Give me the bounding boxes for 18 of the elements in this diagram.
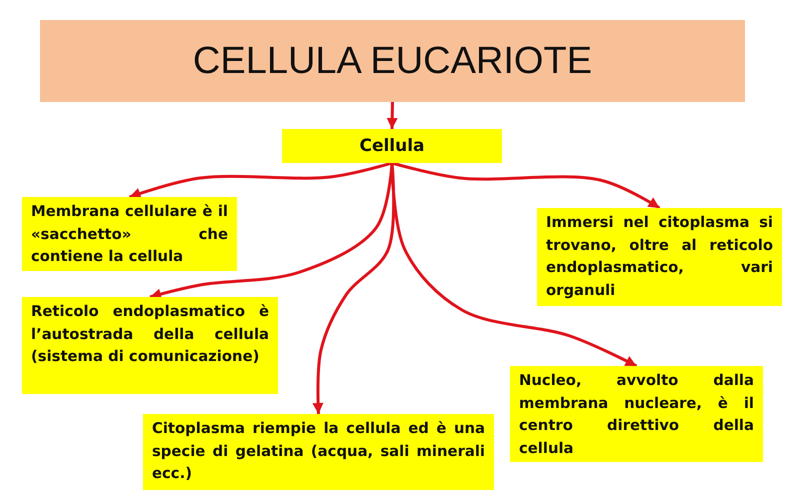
title-box — [40, 20, 745, 102]
arrow — [312, 162, 396, 414]
concept-text: Membrana cellulare è il «sacchetto» che contiene la cellula — [31, 202, 228, 267]
concept-text: Immersi nel citoplasma si trovano, oltre al reticolo endoplasmatico, vari organuli — [546, 213, 773, 300]
concept-box — [537, 208, 782, 306]
arrow — [386, 102, 398, 130]
concept-text: Citoplasma riempie la cellula ed è una specie di gelatina (acqua, sali minerali ecc.) — [152, 419, 485, 484]
concept-box — [22, 197, 237, 271]
arrow — [392, 162, 660, 210]
concept-box — [22, 297, 278, 394]
concept-text: Nucleo, avvolto dalla membrana nucleare, è il centro direttivo della cellula — [519, 371, 754, 458]
concept-box — [143, 414, 494, 490]
concept-text: Reticolo endoplasmatico è l’autostrada della cellula (sistema di comunicazione) — [31, 302, 269, 367]
concept-box — [510, 366, 763, 462]
concept-box — [282, 129, 502, 163]
arrow — [129, 162, 392, 199]
heading-text: Cellula — [359, 136, 425, 156]
title-text: CELLULA EUCARIOTE — [192, 40, 592, 82]
